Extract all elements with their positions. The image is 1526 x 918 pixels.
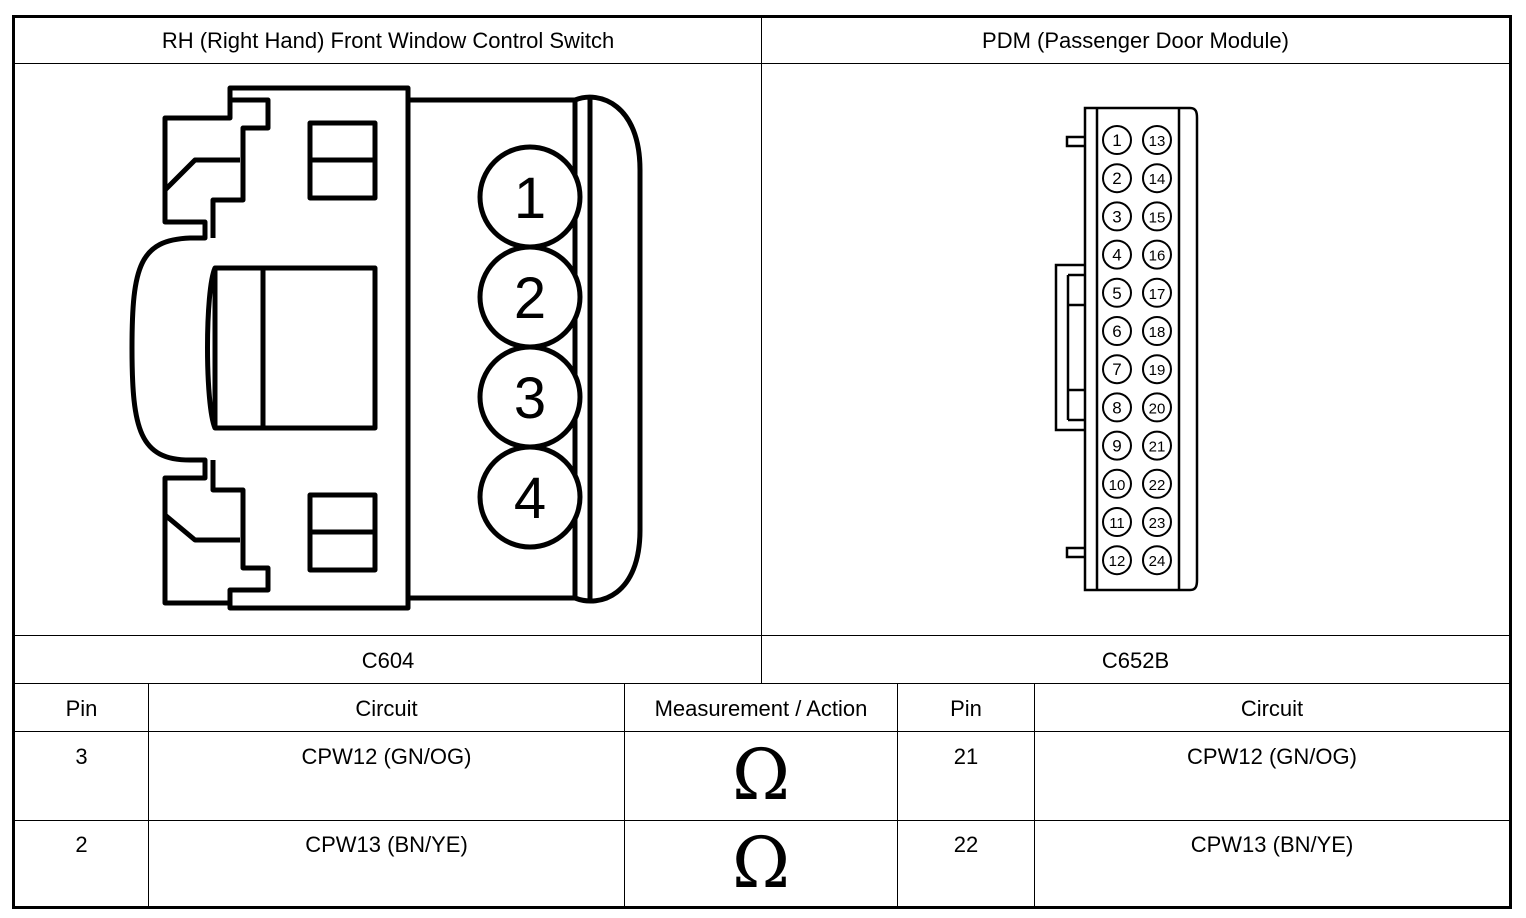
pin-circle <box>1102 277 1132 308</box>
left-connector-id: C604 <box>361 648 415 673</box>
pin-number: 3 <box>1112 207 1121 226</box>
pin-number: 1 <box>1112 131 1121 150</box>
pin-circle <box>477 444 583 550</box>
pin-number: 11 <box>1109 515 1125 532</box>
col-header-circuit-a: Circuit <box>355 696 418 721</box>
pin-number: 16 <box>1149 248 1166 265</box>
col-header-measurement: Measurement / Action <box>654 696 868 721</box>
row2-circuit-a: CPW13 (BN/YE) <box>305 832 468 857</box>
row2-pin-a: 2 <box>75 832 88 857</box>
divider <box>12 731 1512 732</box>
c604-pin-number: 3 <box>514 366 546 431</box>
row1-pin-b: 21 <box>953 744 979 769</box>
right-connector-title: PDM (Passenger Door Module) <box>982 28 1289 53</box>
pin-circle <box>1102 125 1132 155</box>
pin-circle <box>1142 239 1172 270</box>
pin-circle <box>1142 201 1172 232</box>
pin-number: 5 <box>1112 284 1121 303</box>
pin-circle <box>1142 468 1172 499</box>
pin-circle <box>1102 316 1132 346</box>
pin-circle <box>1102 354 1132 385</box>
pin-circle <box>1142 507 1172 537</box>
pin-circle <box>1102 201 1132 232</box>
pin-circle <box>1142 125 1172 155</box>
pin-circle <box>1142 316 1172 346</box>
col-header-circuit-b: Circuit <box>1240 696 1304 721</box>
pin-circle <box>1142 354 1172 385</box>
divider <box>624 683 625 909</box>
pin-circle <box>1102 545 1132 576</box>
pin-number: 4 <box>1112 246 1121 265</box>
c604-pin-number: 4 <box>514 466 546 531</box>
divider <box>12 820 1512 821</box>
pin-number: 14 <box>1149 171 1166 188</box>
pin-number: 12 <box>1109 553 1126 570</box>
pin-number: 19 <box>1149 362 1166 379</box>
ohm-icon: Ω <box>731 734 791 816</box>
row2-circuit-b: CPW13 (BN/YE) <box>1190 832 1354 857</box>
pin-circle <box>1102 507 1132 537</box>
pin-number: 9 <box>1112 437 1121 456</box>
pin-number: 15 <box>1149 209 1166 226</box>
pin-number: 7 <box>1112 360 1121 379</box>
pin-number: 13 <box>1149 133 1166 150</box>
divider <box>12 683 1512 684</box>
c604-pin-number: 2 <box>514 266 546 331</box>
ohm-icon: Ω <box>731 822 791 904</box>
col-header-pin-b: Pin <box>950 696 982 721</box>
divider <box>12 63 1512 64</box>
pin-number: 8 <box>1112 398 1121 417</box>
pin-circle <box>1142 430 1172 461</box>
divider <box>12 635 1512 636</box>
pin-number: 6 <box>1112 322 1121 341</box>
pin-number: 23 <box>1149 515 1166 532</box>
pin-circle <box>1142 545 1172 576</box>
pin-circle <box>1142 163 1172 194</box>
pin-circle <box>1142 392 1172 423</box>
row2-pin-b: 22 <box>953 832 979 857</box>
pin-number: 21 <box>1149 439 1166 456</box>
row1-circuit-b: CPW12 (GN/OG) <box>1187 744 1357 769</box>
right-connector-id: C652B <box>1101 648 1170 673</box>
row1-circuit-a: CPW12 (GN/OG) <box>301 744 472 769</box>
pin-number: 24 <box>1149 553 1166 570</box>
pin-number: 22 <box>1149 477 1166 494</box>
pin-number: 2 <box>1112 169 1121 188</box>
pin-circle <box>1142 277 1172 308</box>
pin-number: 10 <box>1109 477 1126 494</box>
pin-number: 18 <box>1149 324 1166 341</box>
c604-pin-circles <box>477 144 583 550</box>
pin-circle <box>1102 163 1132 194</box>
pin-circle <box>1102 468 1132 499</box>
divider <box>897 683 898 909</box>
c604-pin-number: 1 <box>514 166 546 231</box>
divider <box>148 683 149 909</box>
pin-number: 17 <box>1149 286 1166 303</box>
divider <box>761 15 762 683</box>
diagram-frame <box>12 15 1512 909</box>
pin-circle <box>1102 392 1132 423</box>
left-connector-title: RH (Right Hand) Front Window Control Swi… <box>161 28 615 53</box>
pin-number: 20 <box>1149 400 1166 417</box>
col-header-pin-a: Pin <box>65 696 98 721</box>
divider <box>1034 683 1035 909</box>
row1-pin-a: 3 <box>75 744 88 769</box>
pin-circle <box>1102 239 1132 270</box>
pin-circle <box>1102 430 1132 461</box>
